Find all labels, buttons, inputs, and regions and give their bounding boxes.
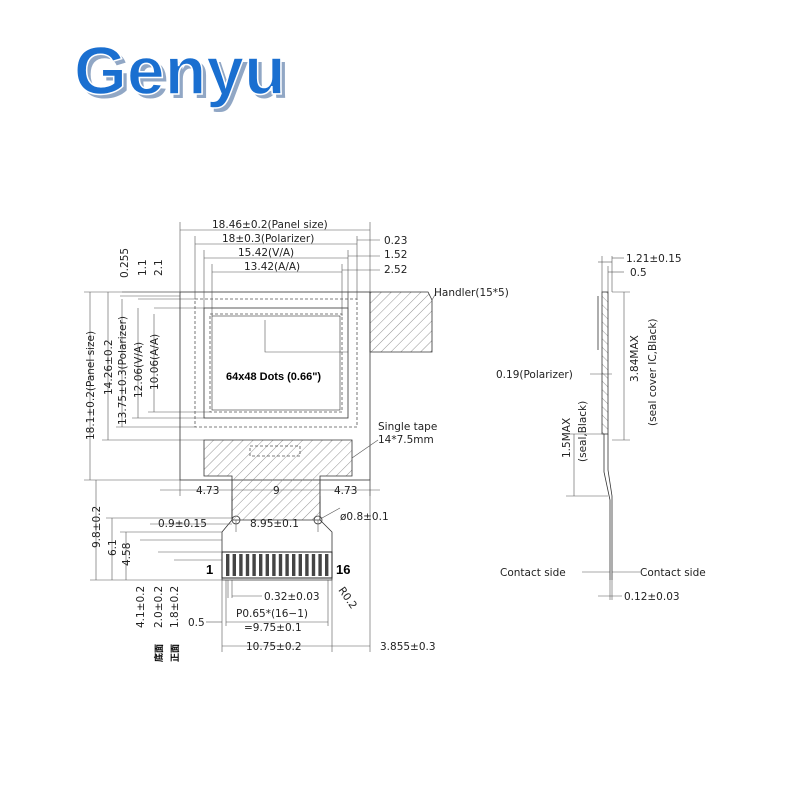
dim-pad-09: 0.9±0.15	[158, 518, 207, 530]
contact-pin	[232, 554, 236, 576]
contact-pin	[298, 554, 302, 576]
fpc-body	[221, 480, 333, 581]
dim-11: 1.1	[137, 259, 149, 276]
dim-aa-height: 10.06(A/A)	[149, 334, 161, 390]
dim-panel-height: 18.1±0.2(Panel size)	[85, 331, 97, 440]
dim-right-473: 4.73	[334, 485, 357, 497]
dim-side-384: 3.84MAX	[629, 335, 641, 382]
dim-va-height: 12.06(V/A)	[133, 342, 145, 398]
dim-hole: ø0.8±0.1	[340, 511, 389, 523]
dim-side-121: 1.21±0.15	[626, 253, 682, 265]
radius-label: R0.2	[336, 585, 360, 612]
contact-pin	[278, 554, 283, 576]
contact-side-right: Contact side	[640, 567, 706, 579]
contact-pin	[239, 554, 243, 576]
tape-size-label: 14*7.5mm	[378, 434, 434, 446]
aa-outline	[209, 313, 343, 413]
contact-pin	[292, 554, 296, 576]
contact-pin	[265, 554, 269, 576]
dim-252: 2.52	[384, 264, 407, 276]
contact-pin	[245, 554, 250, 576]
handler-tab	[369, 291, 433, 353]
side-glass	[601, 291, 609, 435]
dim-panel-width: 18.46±0.2(Panel size)	[212, 219, 328, 231]
contact-side-left: Contact side	[500, 567, 566, 579]
front-dimensions: 18.46±0.2(Panel size) 18±0.3(Polarizer) …	[84, 219, 436, 662]
dim-fpc-98: 9.8±0.2	[91, 506, 103, 548]
contact-pin	[325, 554, 329, 576]
display-label: 64x48 Dots (0.66")	[226, 371, 321, 383]
dim-fpc-width: 10.75±0.2	[246, 641, 302, 653]
dim-1426: 14.26±0.2	[103, 339, 115, 395]
dim-h-18: 1.8±0.2	[169, 586, 181, 628]
dim-fpc-offset: 3.855±0.3	[380, 641, 436, 653]
dim-0255: 0.255	[119, 248, 131, 278]
top-side-label: 正面	[170, 644, 181, 662]
active-area	[211, 315, 341, 411]
handler-label: Handler(15*5)	[434, 287, 509, 299]
side-fpc	[603, 434, 611, 580]
logo-shadow: Genyu	[78, 37, 290, 113]
dim-polarizer-width: 18±0.3(Polarizer)	[222, 233, 314, 245]
dim-pitch-032: 0.32±0.03	[264, 591, 320, 603]
dim-fpc-458: 4.58	[121, 543, 133, 566]
dim-aa-width: 13.42(A/A)	[244, 261, 300, 273]
dim-21: 2.1	[153, 259, 165, 276]
genyu-logo: Genyu Genyu	[73, 32, 290, 113]
dim-023: 0.23	[384, 235, 407, 247]
contact-pin	[259, 554, 263, 576]
dim-side-05: 0.5	[630, 267, 647, 279]
single-tape-label: Single tape	[378, 421, 437, 433]
dim-left-05: 0.5	[188, 617, 205, 629]
contact-pin	[252, 554, 256, 576]
dim-center-9: 9	[273, 485, 280, 497]
dim-pitch-formula: P0.65*(16−1)	[236, 608, 308, 620]
dim-side-019: 0.19(Polarizer)	[496, 369, 573, 381]
pin-first-label: 1	[206, 562, 213, 577]
dim-side-15: 1.5MAX	[561, 418, 573, 458]
bottom-side-label: 底面	[153, 644, 165, 662]
dim-left-473: 4.73	[196, 485, 219, 497]
dim-pitch-total: =9.75±0.1	[244, 622, 302, 634]
dim-va-width: 15.42(V/A)	[238, 247, 294, 259]
dim-side-seal: (seal,Black)	[577, 401, 589, 462]
dim-pad-895: 8.95±0.1	[250, 518, 299, 530]
contact-pin	[285, 554, 289, 576]
dim-polarizer-height: 13.75±0.3(Polarizer)	[117, 316, 129, 425]
contact-pin	[305, 554, 309, 576]
pin-last-label: 16	[336, 562, 350, 577]
contact-pin	[226, 554, 230, 576]
dim-152: 1.52	[384, 249, 407, 261]
va-outline	[203, 307, 349, 419]
dim-h-41: 4.1±0.2	[135, 586, 147, 628]
contact-pins	[221, 551, 333, 579]
dim-fpc-61: 6.1	[107, 539, 119, 556]
contact-pin	[272, 554, 276, 576]
logo-text: Genyu	[74, 33, 286, 109]
dim-h-20: 2.0±0.2	[153, 586, 165, 628]
contact-pin	[318, 554, 322, 576]
polarizer-outline	[194, 298, 358, 428]
contact-pin	[311, 554, 316, 576]
dim-side-012: 0.12±0.03	[624, 591, 680, 603]
dim-side-seal-ic: (seal cover IC,Black)	[647, 318, 659, 426]
front-view: 64x48 Dots (0.66") Handler(15*5) Single …	[179, 287, 509, 612]
side-view: 1.21±0.15 0.5 0.19(Polarizer) 3.84MAX (s…	[496, 253, 706, 603]
